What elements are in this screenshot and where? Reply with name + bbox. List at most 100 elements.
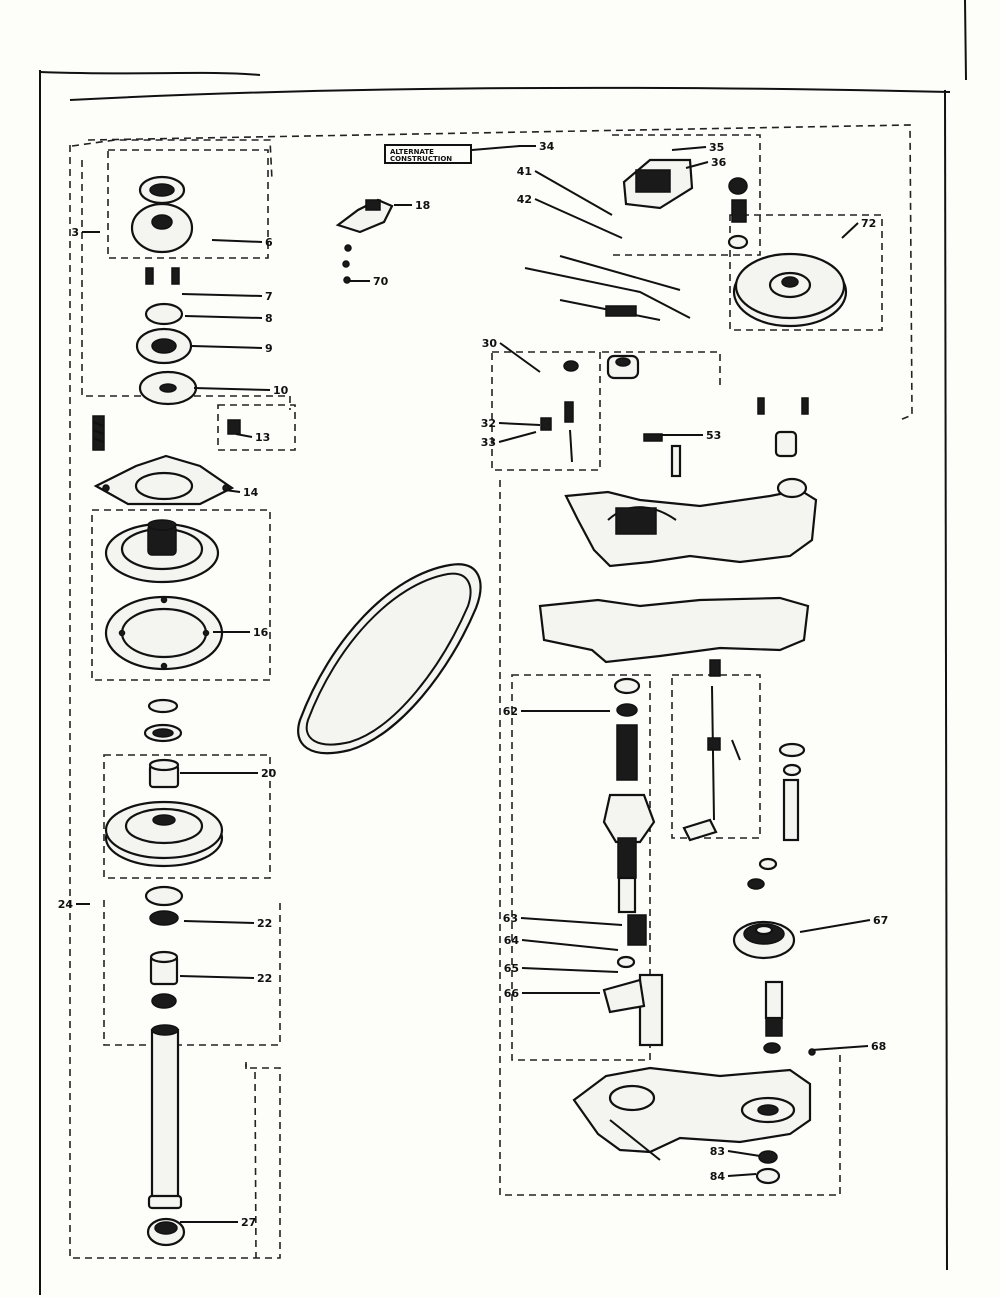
washer-19 (144, 885, 184, 907)
label-p42: 42 (517, 193, 532, 206)
leader-p6 (211, 239, 263, 243)
label-p7: 7 (265, 290, 273, 303)
pulley-21 (104, 800, 224, 868)
stack-82 (763, 980, 816, 1056)
cam-9 (135, 327, 193, 365)
label-p72: 72 (861, 217, 876, 230)
bolt-13 (227, 419, 241, 435)
label-p35: 35 (709, 141, 724, 154)
leader-p22b (179, 975, 255, 979)
leader-p41 (534, 170, 613, 216)
washer-17 (147, 698, 179, 714)
switch-34 (622, 158, 694, 210)
pins-51 (643, 397, 809, 478)
group-62-box (511, 674, 651, 1061)
label-p3: 3 (71, 226, 79, 239)
leader-p14 (224, 489, 241, 493)
label-p63: 63 (503, 912, 518, 925)
leader-p13 (235, 433, 253, 438)
label-p20: 20 (261, 767, 277, 780)
fork-56 (602, 973, 664, 1047)
group-20-box (103, 754, 271, 879)
outline-left-top (71, 139, 273, 181)
group-30-box (491, 351, 601, 471)
leader-p33 (498, 431, 537, 443)
label-p6: 6 (265, 236, 273, 249)
leader-p35 (671, 146, 707, 151)
label-p22b: 22 (257, 972, 272, 985)
label-p64: 64 (504, 934, 520, 947)
leader-p36 (685, 161, 709, 169)
group-shifter-box (671, 674, 761, 839)
leader-lines (76, 145, 871, 1223)
shaft-26 (147, 1024, 183, 1210)
label-p53: 53 (706, 429, 721, 442)
seal-83 (758, 1150, 778, 1164)
group-72-box (729, 214, 883, 331)
seal-18 (143, 723, 183, 743)
label-p8: 8 (265, 312, 273, 325)
leader-p63 (520, 917, 623, 926)
leader-p9 (191, 345, 263, 349)
outline-left-column (69, 145, 281, 1259)
parts-75 (747, 742, 806, 890)
label-p62: 62 (503, 705, 518, 718)
group-22-box (103, 900, 281, 1046)
gear-67 (732, 920, 796, 960)
leader-p84 (727, 1173, 757, 1177)
label-p84: 84 (710, 1170, 726, 1183)
group-48-outline (602, 351, 721, 390)
belt-19 (297, 563, 482, 755)
belt-inner (305, 572, 472, 746)
bearing-20 (148, 758, 180, 789)
seal-22 (149, 910, 179, 926)
cap-27 (146, 1217, 186, 1247)
group-34-box (612, 134, 761, 256)
label-p83: 83 (710, 1145, 725, 1158)
group-1-outline (81, 160, 291, 410)
label-p70: 70 (373, 275, 389, 288)
outline-top-right (87, 124, 913, 421)
note-line-2: CONSTRUCTION (390, 155, 452, 163)
gearcase-base (572, 1066, 812, 1161)
leader-p32 (498, 422, 541, 426)
label-p14: 14 (243, 486, 259, 499)
leader-p65 (521, 967, 619, 973)
label-p22a: 22 (257, 917, 272, 930)
label-p9: 9 (265, 342, 273, 355)
disc-10 (138, 370, 198, 406)
leader-p68 (811, 1045, 869, 1051)
leader-p22a (183, 920, 255, 924)
label-p66: 66 (504, 987, 520, 1000)
part-group-3 (130, 175, 194, 254)
seal-22b (151, 993, 177, 1009)
leader-p83 (727, 1150, 761, 1157)
leader-p8 (184, 315, 263, 319)
label-p34: 34 (539, 140, 555, 153)
group-13-box (217, 404, 296, 451)
springs-37 (727, 177, 749, 250)
shifter (682, 685, 741, 842)
group-16-box (91, 509, 271, 681)
label-p41: 41 (517, 165, 532, 178)
alternate-part (335, 198, 394, 284)
note-line-1: ALTERNATE (390, 148, 434, 156)
label-p30: 30 (482, 337, 498, 350)
frame-right-top (964, 0, 967, 81)
pulley-72 (732, 252, 848, 328)
shaft-stack (602, 677, 656, 969)
label-p16: 16 (253, 626, 269, 639)
label-p13: 13 (255, 431, 270, 444)
rods-43 (524, 255, 691, 321)
leader-p7 (181, 293, 263, 297)
alternate-construction-box (384, 144, 472, 164)
leader-p67 (799, 919, 871, 933)
frame-right (944, 89, 948, 1271)
cap-84 (755, 1167, 781, 1185)
leader-p64 (521, 939, 619, 951)
leader-p10 (193, 387, 271, 391)
gasket (538, 596, 810, 664)
group-3-box (107, 149, 269, 259)
